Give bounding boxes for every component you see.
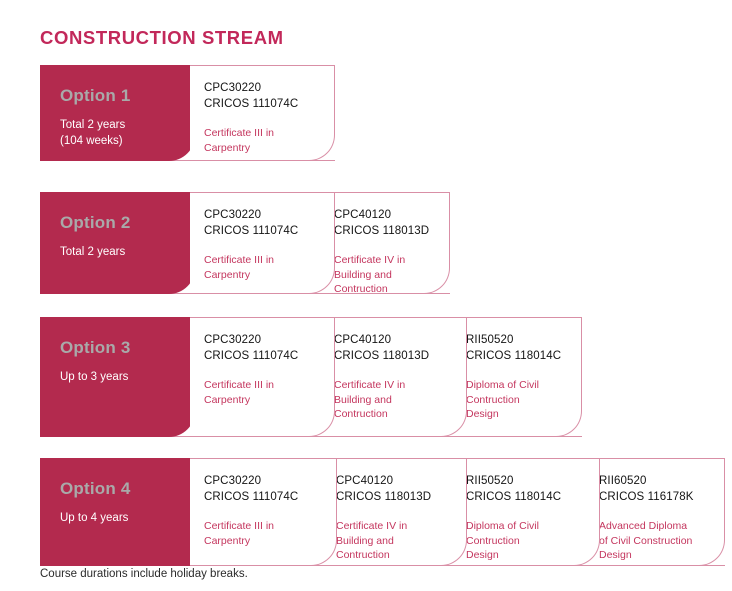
course-name-line: Certificate IV in: [334, 253, 406, 266]
course-name-line: Advanced Diploma: [599, 519, 688, 532]
cricos-code: CRICOS 111074C: [204, 491, 299, 504]
course-name-line: Certificate III in: [204, 378, 275, 391]
course-name-line: Certificate III in: [204, 253, 275, 266]
cricos-code: CRICOS 111074C: [204, 98, 299, 111]
course-name-line: Design: [599, 549, 632, 562]
course-name-line: Design: [466, 549, 499, 562]
cricos-code: CRICOS 118013D: [334, 350, 430, 363]
course-code: RII60520: [599, 475, 647, 487]
course-name-line: Certificate IV in: [334, 378, 406, 391]
option-panel[interactable]: Option 3 Up to 3 years: [40, 317, 195, 437]
cricos-code: CRICOS 111074C: [204, 225, 299, 238]
option-label: Option 3: [60, 338, 131, 357]
course-code: CPC40120: [334, 209, 392, 221]
course-name-line: Building and: [334, 268, 392, 281]
option-duration: Up to 3 years: [60, 369, 195, 386]
course-name-line: Contruction: [334, 283, 388, 296]
cricos-code: CRICOS 118013D: [334, 225, 430, 238]
course-name-line: of Civil Construction: [599, 534, 693, 547]
option-label: Option 1: [60, 86, 131, 105]
course-name-line: Building and: [336, 534, 394, 547]
course-name-line: Contruction: [466, 534, 520, 547]
course-name-line: Building and: [334, 393, 392, 406]
option-panel[interactable]: Option 2 Total 2 years: [40, 192, 195, 294]
cricos-code: CRICOS 111074C: [204, 350, 299, 363]
option-duration-line: Up to 4 years: [60, 511, 129, 524]
course-name-line: Carpentry: [204, 534, 251, 547]
course-name: Certificate III in Carpentry: [204, 253, 334, 283]
course-code: CPC30220: [204, 209, 262, 221]
course-name-line: Diploma of Civil: [466, 519, 539, 532]
page-title: CONSTRUCTION STREAM: [40, 27, 284, 48]
course-name: Certificate III in Carpentry: [204, 519, 336, 549]
course-name-line: Certificate III in: [204, 519, 275, 532]
option-duration: Total 2 years (104 weeks): [60, 117, 195, 150]
course-code: RII50520: [466, 475, 514, 487]
course-name: Certificate III in Carpentry: [204, 378, 334, 408]
course-name-line: Carpentry: [204, 268, 251, 281]
option-label: Option 2: [60, 213, 131, 232]
course-code: CPC30220: [204, 82, 262, 94]
course-code: RII50520: [466, 334, 514, 346]
course-name-line: Contruction: [466, 393, 520, 406]
option-label: Option 4: [60, 479, 131, 498]
course-name-line: Certificate III in: [204, 126, 275, 139]
course-name-line: Diploma of Civil: [466, 378, 539, 391]
option-duration: Up to 4 years: [60, 510, 220, 527]
option-duration-line: Total 2 years: [60, 245, 126, 258]
cricos-code: CRICOS 118014C: [466, 491, 562, 504]
option-duration-line: Total 2 years: [60, 118, 126, 131]
course-code: CPC40120: [334, 334, 392, 346]
row-baseline: [40, 160, 335, 161]
cricos-code: CRICOS 118014C: [466, 350, 562, 363]
option-duration-line: (104 weeks): [60, 135, 123, 148]
course-code: CPC30220: [204, 475, 262, 487]
cricos-code: CRICOS 118013D: [336, 491, 432, 504]
course-code: CPC30220: [204, 334, 262, 346]
cricos-code: CRICOS 116178K: [599, 491, 694, 504]
course-name-line: Contruction: [336, 549, 390, 562]
course-name-line: Carpentry: [204, 393, 251, 406]
course-name: Certificate III in Carpentry: [204, 126, 334, 156]
option-duration-line: Up to 3 years: [60, 370, 129, 383]
course-name-line: Contruction: [334, 408, 388, 421]
course-name-line: Carpentry: [204, 141, 251, 154]
option-panel[interactable]: Option 1 Total 2 years (104 weeks): [40, 65, 195, 161]
footnote: Course durations include holiday breaks.: [40, 568, 248, 580]
course-name-line: Certificate IV in: [336, 519, 408, 532]
course-code: CPC40120: [336, 475, 394, 487]
option-duration: Total 2 years: [60, 244, 195, 261]
course-name-line: Design: [466, 408, 499, 421]
